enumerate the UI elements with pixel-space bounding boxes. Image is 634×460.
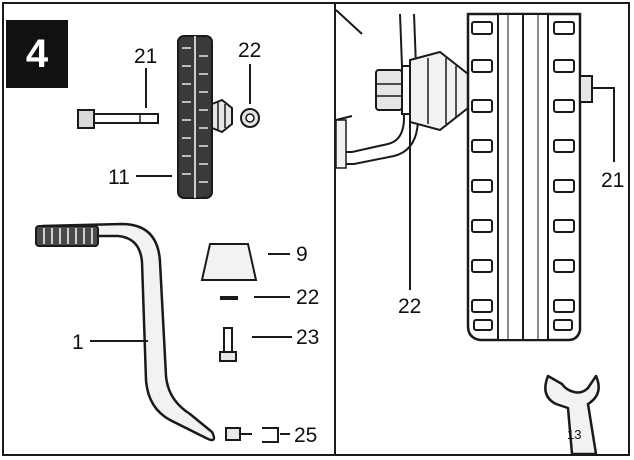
callout-clip: 25 xyxy=(294,424,318,447)
axle-nut xyxy=(375,69,403,111)
wrench-size-label: 13 xyxy=(567,427,582,442)
right-bolt-leader-line xyxy=(592,87,615,162)
callout-washer-small: 22 xyxy=(296,286,320,309)
tire-side-view xyxy=(466,12,582,342)
handle-part xyxy=(35,222,216,442)
wheel-hub xyxy=(409,50,469,132)
callout-handle: 1 xyxy=(72,331,84,354)
callout-wheel: 11 xyxy=(108,166,130,189)
callout-cap: 9 xyxy=(296,243,308,266)
axle-washer xyxy=(401,65,411,115)
callout-right-washer: 22 xyxy=(398,295,422,318)
small-washer-part xyxy=(220,296,238,300)
panel-divider xyxy=(334,2,336,456)
wrench-tool xyxy=(544,374,600,456)
callout-bolt: 21 xyxy=(134,45,158,68)
diagram-frame xyxy=(2,2,630,456)
step-number: 4 xyxy=(25,31,49,76)
callout-pin: 23 xyxy=(296,326,320,349)
pin-part xyxy=(219,327,237,362)
step-number-badge: 4 xyxy=(6,20,68,88)
bolt-end xyxy=(579,75,593,103)
bolt-part xyxy=(77,109,159,129)
washer-part xyxy=(240,108,260,128)
wheel-part xyxy=(177,35,233,199)
callout-right-bolt: 21 xyxy=(601,169,625,192)
cap-part xyxy=(200,243,258,281)
clip-part xyxy=(225,427,279,443)
callout-washer-top: 22 xyxy=(238,39,262,62)
